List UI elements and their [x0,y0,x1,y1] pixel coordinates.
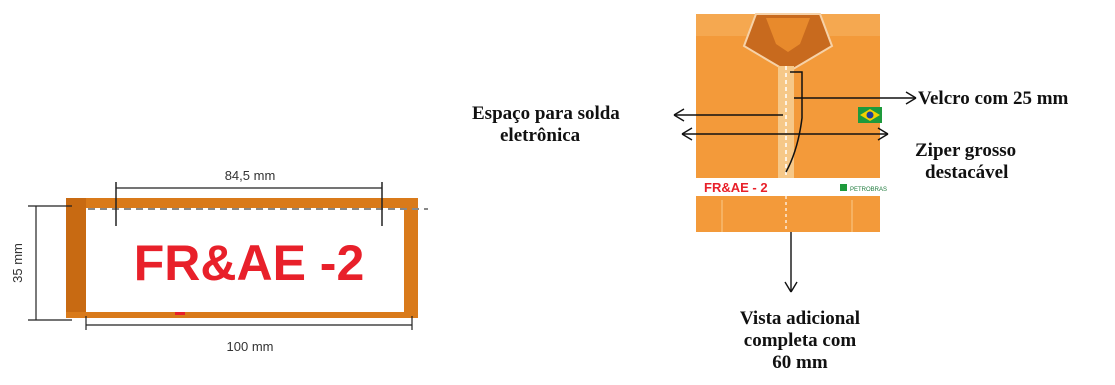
shirt-shoulder-right [820,14,880,36]
label-vista-line1: Vista adicional [739,308,861,329]
badge-frame-top [66,198,416,208]
arrow-velcro-head [905,91,917,105]
arrow-vista-head [784,281,798,293]
shirt-drawing: FR&AE - 2 PETROBRAS [673,13,917,293]
label-velcro-text: Velcro com 25 mm [918,88,1069,109]
dim-84-label: 84,5 mm [225,168,276,183]
shirt-shoulder-left [696,14,756,36]
arrow-ziper-head-right [877,127,889,141]
shirt-logo-text: PETROBRAS [850,187,887,193]
shirt-collar-inner [766,18,810,52]
badge-panel [86,208,404,312]
brazil-flag-circle [866,111,874,119]
shirt-name-strip [696,178,880,196]
shirt-logo-mark [840,184,847,191]
badge-red-mark [175,312,185,315]
badge-frame-right [404,198,418,318]
label-vista: Vista adicional completa com 60 mm [700,308,900,374]
badge-drawing: 84,5 mm 100 mm 35 mm FR&AE -2 [10,168,428,354]
shirt-velcro-outline [785,71,803,173]
arrow-ziper-head-left [681,127,693,141]
shirt-diagram: FR&AE - 2 PETROBRAS [460,0,1115,380]
arrow-espaco-head [673,108,685,122]
badge-diagram: 84,5 mm 100 mm 35 mm FR&AE -2 [0,0,460,380]
label-vista-line3: 60 mm [772,352,828,373]
shirt-strip-text: FR&AE - 2 [704,180,768,195]
label-ziper-line1: Ziper grosso [915,140,1017,161]
label-espaco: Espaço para solda eletrônica [472,103,672,147]
dim-100-label: 100 mm [227,339,274,354]
label-vista-line2: completa com [743,330,857,351]
label-ziper: Ziper grosso destacável [915,140,1095,184]
badge-frame-left [66,198,86,318]
label-espaco-line2: eletrônica [500,125,581,146]
label-ziper-line2: destacável [925,162,1009,183]
badge-frame-bottom [66,312,418,318]
badge-text: FR&AE -2 [134,235,365,291]
label-velcro: Velcro com 25 mm [918,88,1115,110]
label-espaco-line1: Espaço para solda [472,103,620,124]
dim-35-label: 35 mm [10,243,25,283]
